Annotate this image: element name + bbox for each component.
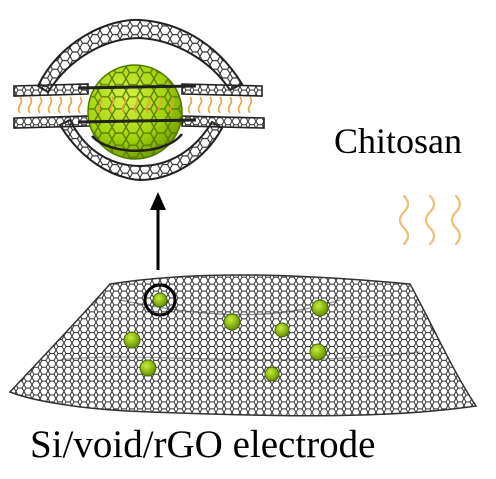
graphene-sheet-icon xyxy=(8,274,478,417)
chitosan-wave-icon xyxy=(398,194,462,246)
electrode-label: Si/void/rGO electrode xyxy=(30,423,376,466)
si-in-graphene-shell-icon xyxy=(13,18,265,182)
arrow-up-icon xyxy=(150,192,166,270)
chitosan-label: Chitosan xyxy=(334,121,463,161)
